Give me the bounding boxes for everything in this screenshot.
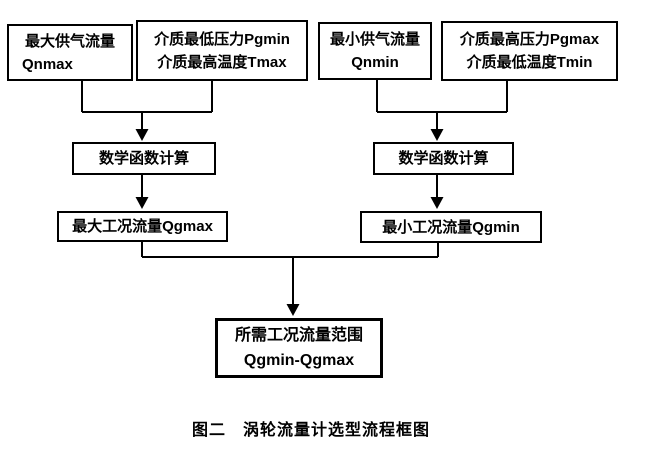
node-min-working-flow: 最小工况流量Qgmin xyxy=(360,211,542,243)
node-min-supply-flow: 最小供气流量 Qnmin xyxy=(318,22,432,80)
node-label-line1: 最小供气流量 xyxy=(329,31,420,48)
node-math-calc-right: 数学函数计算 xyxy=(373,142,514,175)
node-label-line2: Qnmax xyxy=(22,55,73,73)
node-max-working-flow: 最大工况流量Qgmax xyxy=(57,211,228,242)
arrowhead-right-top xyxy=(430,129,444,141)
arrowhead-right-mid xyxy=(430,197,444,209)
node-label: 最小工况流量Qgmin xyxy=(382,218,520,236)
node-math-calc-left: 数学函数计算 xyxy=(72,142,216,175)
connector-right-merge xyxy=(376,80,508,130)
node-label-line2: Qgmin-Qgmax xyxy=(243,352,355,369)
node-label: 数学函数计算 xyxy=(98,150,189,167)
node-label-line1: 所需工况流量范围 xyxy=(234,327,363,344)
node-label-line1: 最大供气流量 xyxy=(24,32,115,50)
node-required-flow-range: 所需工况流量范围 Qgmin-Qgmax xyxy=(215,318,383,378)
figure-caption: 图二 涡轮流量计选型流程框图 xyxy=(191,422,430,439)
node-label-line2: 介质最高温度Tmax xyxy=(157,53,287,71)
arrowhead-bottom xyxy=(286,304,300,316)
node-medium-min-pressure-max-temp: 介质最低压力Pgmin 介质最高温度Tmax xyxy=(136,20,308,81)
connector-left-merge xyxy=(81,81,213,130)
node-label-line1: 介质最低压力Pgmin xyxy=(154,30,290,48)
node-label-line1: 介质最高压力Pgmax xyxy=(459,31,600,48)
node-max-supply-flow: 最大供气流量 Qnmax xyxy=(7,24,133,81)
node-label-line2: 介质最低温度Tmin xyxy=(466,54,593,71)
node-label: 最大工况流量Qgmax xyxy=(72,218,213,235)
arrowhead-left-mid xyxy=(135,197,149,209)
node-label: 数学函数计算 xyxy=(398,150,489,167)
arrowhead-left-top xyxy=(135,129,149,141)
connector-bottom-merge xyxy=(141,242,439,304)
node-medium-max-pressure-min-temp: 介质最高压力Pgmax 介质最低温度Tmin xyxy=(441,21,618,81)
node-label-line2: Qnmin xyxy=(351,54,399,71)
